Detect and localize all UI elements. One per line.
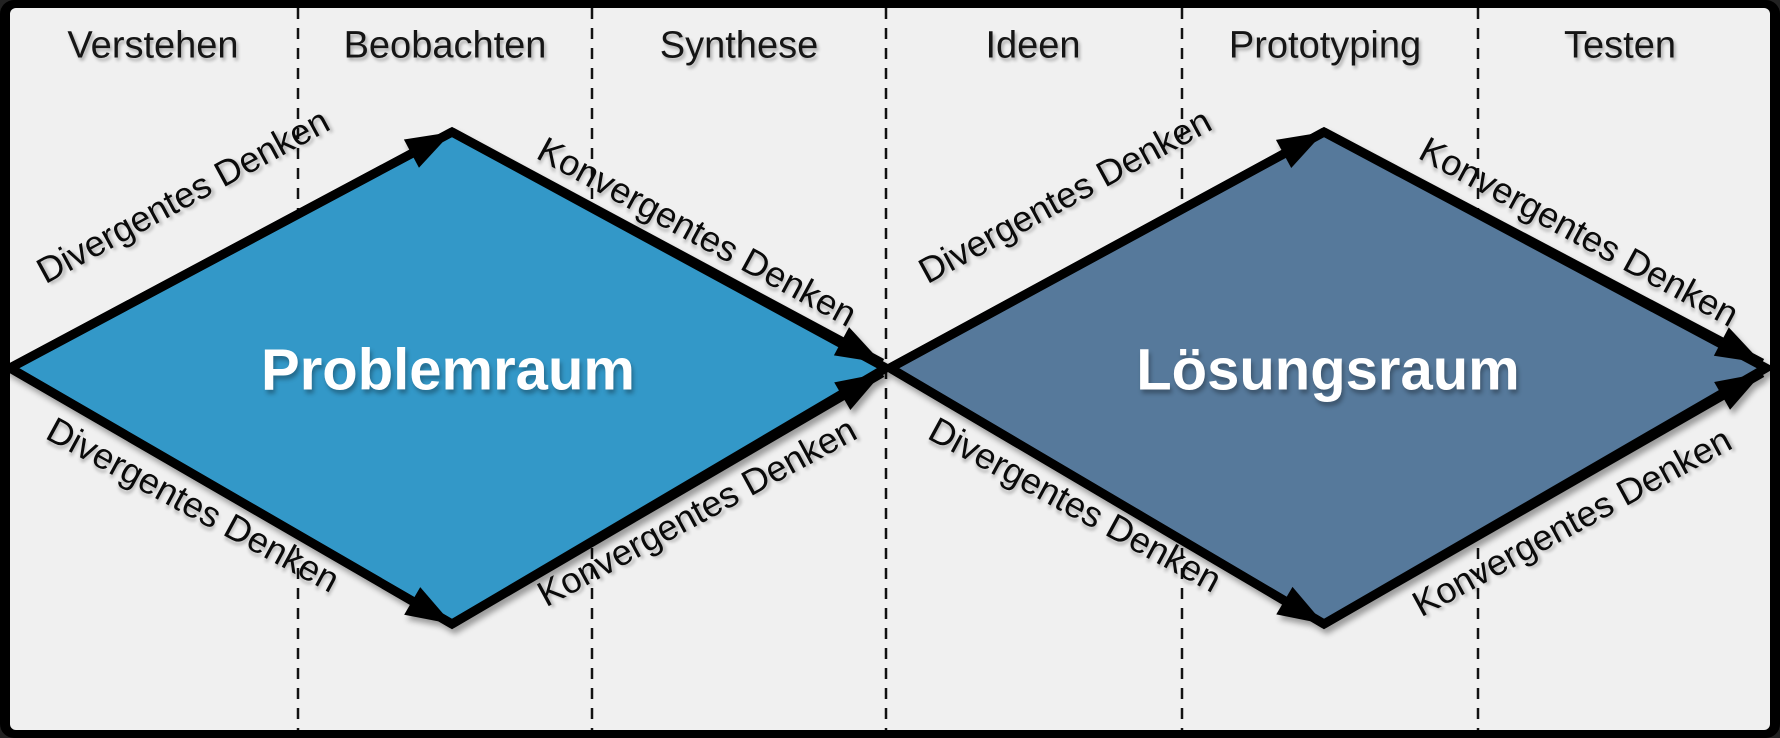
phase-label-verstehen: Verstehen <box>67 24 239 67</box>
phase-label-prototyping: Prototyping <box>1228 24 1422 67</box>
phase-label-beobachten: Beobachten <box>343 24 547 67</box>
phase-label-ideen: Ideen <box>985 24 1081 67</box>
divergent-arrow-down-left-diamond <box>7 364 455 628</box>
divergent-arrow-up-left-diamond <box>7 128 455 372</box>
convergent-arrow-up-right-diamond <box>1321 128 1765 367</box>
phase-label-testen: Testen <box>1564 24 1676 67</box>
divergent-arrow-down-right-diamond <box>887 364 1327 628</box>
convergent-arrow-down-right-diamond <box>1321 369 1765 628</box>
problem-space-title: Problemraum <box>261 337 635 403</box>
convergent-arrow-up-left-diamond <box>449 128 885 367</box>
convergent-arrow-down-left-diamond <box>449 369 885 628</box>
divergent-arrow-up-right-diamond <box>887 128 1327 372</box>
diamond-shapes <box>0 126 1776 630</box>
solution-space-title: Lösungsraum <box>1136 337 1520 403</box>
phase-label-synthese: Synthese <box>659 24 819 67</box>
